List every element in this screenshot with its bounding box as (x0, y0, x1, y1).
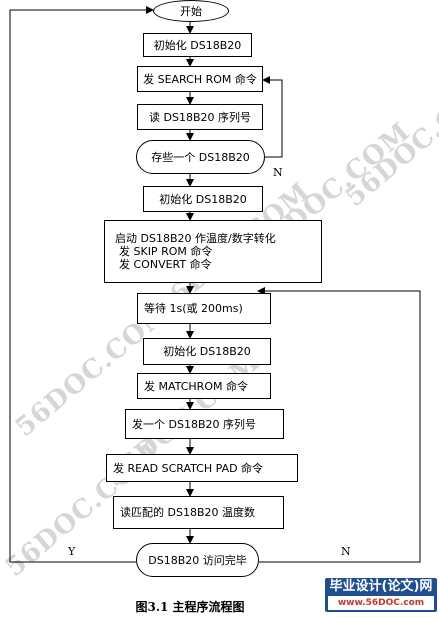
step-read-serial: 读 DS18B20 序列号 (137, 104, 263, 130)
step-read-temperature: 读匹配的 DS18B20 温度数 (113, 496, 284, 529)
step-start-conversion: 启动 DS18B20 作温度/数字转化 发 SKIP ROM 命令 发 CONV… (104, 220, 322, 283)
step-send-serial: 发一个 DS18B20 序列号 (125, 409, 284, 439)
site-logo-title: 毕业设计(论文)网 (329, 579, 433, 594)
step-search-rom: 发 SEARCH ROM 命令 (137, 66, 263, 92)
branch-label-n2: N (341, 545, 351, 558)
conversion-line-3: 发 CONVERT 命令 (119, 258, 212, 271)
end-terminal: DS18B20 访问完毕 (136, 543, 259, 577)
step-init-3: 初始化 DS18B20 (143, 338, 271, 365)
figure-caption: 图3.1 主程序流程图 (135, 600, 245, 614)
branch-label-n1: N (273, 166, 283, 179)
branch-label-y: Y (68, 545, 76, 558)
site-logo: 毕业设计(论文)网 www.56DOC.com (325, 578, 437, 612)
step-init-1: 初始化 DS18B20 (143, 33, 252, 57)
step-read-scratchpad: 发 READ SCRATCH PAD 命令 (106, 454, 298, 482)
conversion-line-2: 发 SKIP ROM 命令 (119, 245, 213, 258)
start-terminal: 开始 (153, 0, 229, 22)
step-match-rom: 发 MATCHROM 命令 (137, 373, 271, 399)
site-logo-url: www.56DOC.com (328, 596, 434, 610)
conversion-line-1: 启动 DS18B20 作温度/数字转化 (115, 232, 276, 245)
step-init-2: 初始化 DS18B20 (143, 186, 263, 212)
step-wait: 等待 1s(或 200ms) (137, 293, 271, 324)
step-store-device: 存些一个 DS18B20 (136, 140, 265, 174)
